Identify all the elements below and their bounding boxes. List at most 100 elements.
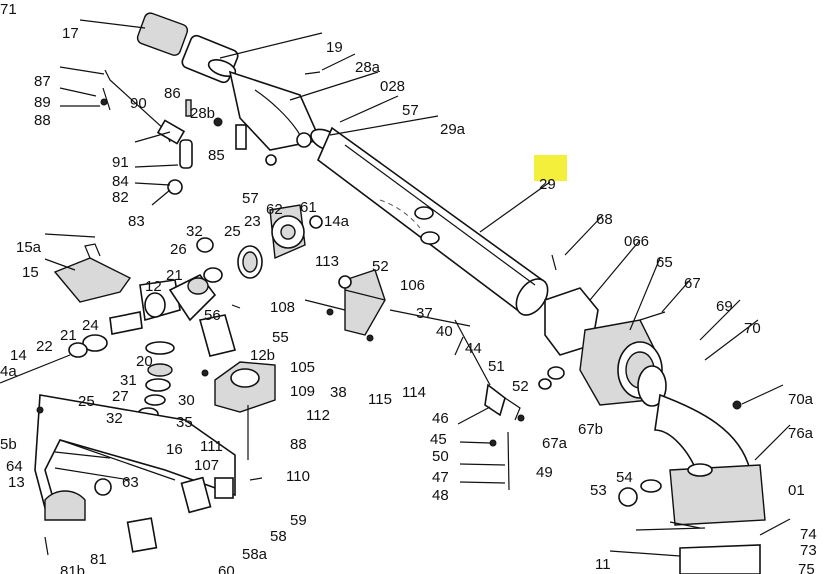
part-label: 57: [402, 102, 419, 119]
part-label: 21: [60, 327, 77, 344]
part-label: 028: [380, 78, 405, 95]
part-label: 51: [488, 358, 505, 375]
part-label: 105: [290, 359, 315, 376]
part-label: 58: [270, 528, 287, 545]
part-label: 67b: [578, 421, 603, 438]
part-label: 16: [166, 441, 183, 458]
part-label: 57: [242, 190, 259, 207]
part-label: 114: [402, 384, 426, 401]
part-label: 066: [624, 233, 649, 250]
part-label: 38: [330, 384, 347, 401]
part-label: 52: [512, 378, 529, 395]
part-label: 73: [800, 542, 817, 559]
part-label: 5b: [0, 436, 17, 453]
part-label: 25: [224, 223, 241, 240]
part-label: 85: [208, 147, 225, 164]
part-label: 82: [112, 189, 129, 206]
part-label: 14a: [324, 213, 350, 230]
part-label: 91: [112, 154, 129, 171]
part-label: 28b: [190, 105, 215, 122]
part-label: 64: [6, 458, 23, 475]
part-label: 83: [128, 213, 145, 230]
part-label: 70a: [788, 391, 814, 408]
part-label: 32: [106, 410, 123, 427]
part-label: 13: [8, 474, 25, 491]
part-label: 22: [36, 338, 53, 355]
part-label: 111: [200, 438, 223, 455]
part-label: 23: [244, 213, 261, 230]
part-label: 29a: [440, 121, 466, 138]
part-label: 68: [596, 211, 613, 228]
part-label: 44: [465, 340, 482, 357]
part-label: 108: [270, 299, 295, 316]
part-label: 69: [716, 298, 733, 315]
part-label: 87: [34, 73, 51, 90]
part-label: 60: [218, 563, 235, 574]
part-label: 110: [286, 468, 310, 485]
part-label: 89: [34, 94, 51, 111]
leader-lines: [44, 19, 791, 557]
part-label: 86: [164, 85, 181, 102]
part-label: 50: [432, 448, 449, 465]
part-label: 25: [78, 393, 95, 410]
part-label: 67a: [542, 435, 568, 452]
part-label: 62: [266, 201, 283, 218]
part-label: 17: [62, 25, 79, 42]
part-label: 88: [290, 436, 307, 453]
part-label: 37: [416, 305, 433, 322]
part-label: 45: [430, 431, 447, 448]
part-label: 27: [112, 388, 129, 405]
part-label: 49: [536, 464, 553, 481]
part-label: 48: [432, 487, 449, 504]
part-label: 75: [798, 561, 815, 574]
part-label: 21: [166, 267, 183, 284]
part-label: 30: [178, 392, 195, 409]
part-label: 109: [290, 383, 315, 400]
part-label: 54: [616, 469, 633, 486]
parts-drawing: [0, 12, 766, 574]
part-label: 88: [34, 112, 51, 129]
part-label: 70: [744, 320, 761, 337]
part-label: 35: [176, 414, 193, 431]
part-label: 4a: [0, 363, 17, 380]
part-label: 90: [130, 95, 147, 112]
part-label: 84: [112, 173, 129, 190]
part-label: 12b: [250, 347, 275, 364]
part-label: 58a: [242, 546, 268, 563]
part-label: 20: [136, 353, 153, 370]
part-label: 81: [90, 551, 107, 568]
part-label: 14: [10, 347, 27, 364]
part-label: 112: [306, 407, 330, 424]
part-label: 61: [300, 199, 317, 216]
part-label: 74: [800, 526, 817, 543]
part-label: 24: [82, 317, 99, 334]
part-label: 71: [0, 1, 17, 18]
part-label: 113: [315, 253, 339, 270]
part-label: 59: [290, 512, 307, 529]
part-label: 52: [372, 258, 389, 275]
part-label: 106: [400, 277, 425, 294]
part-label: 26: [170, 241, 187, 258]
part-label: 19: [326, 39, 343, 56]
part-label: 63: [122, 474, 139, 491]
part-label: 53: [590, 482, 607, 499]
part-label: 40: [436, 323, 453, 340]
part-label: 47: [432, 469, 449, 486]
part-label: 55: [272, 329, 289, 346]
part-label: 81b: [60, 563, 85, 574]
part-label: 67: [684, 275, 701, 292]
part-label: 15a: [16, 239, 42, 256]
part-label: 12: [145, 278, 162, 295]
part-label: 15: [22, 264, 39, 281]
highlight-box: [534, 155, 567, 181]
part-label: 46: [432, 410, 449, 427]
part-label: 31: [120, 372, 137, 389]
part-label: 11: [595, 556, 611, 573]
part-label: 107: [194, 457, 219, 474]
part-label: 76a: [788, 425, 814, 442]
part-label: 56: [204, 307, 221, 324]
part-label: 32: [186, 223, 203, 240]
